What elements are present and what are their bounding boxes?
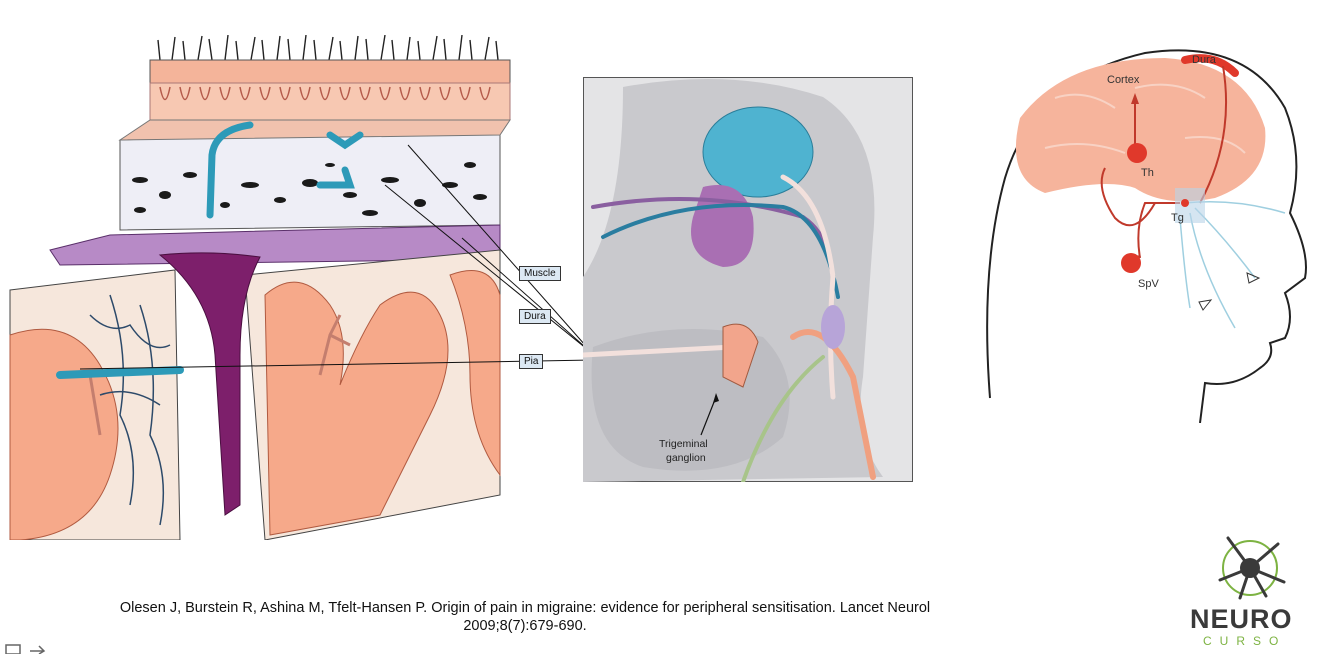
brain-shape	[1015, 58, 1266, 202]
head-label-cortex: Cortex	[1107, 74, 1140, 86]
brain-gyri	[1044, 83, 1246, 154]
citation-line-2: 2009;8(7):679-690.	[463, 618, 587, 634]
next-arrow-icon[interactable]	[30, 645, 46, 654]
trigeminal-fibers	[583, 174, 876, 482]
scalp-hairs	[157, 35, 499, 61]
skin-layer	[149, 59, 511, 121]
tg-node	[1181, 199, 1189, 207]
blue-nucleus	[702, 106, 814, 198]
th-node	[1127, 143, 1147, 163]
spv-node	[1121, 253, 1141, 273]
head-label-tg: Tg	[1171, 212, 1184, 224]
head-label-dura: Dura	[1192, 54, 1217, 66]
branch-arrow-2	[1198, 299, 1213, 311]
head-pain-pathway-schematic: Dura Cortex Th Tg SpV	[986, 49, 1307, 423]
tg-highlight	[1175, 188, 1205, 223]
scalp-vessels	[206, 121, 364, 219]
logo-wordmark-neuro: NEURO	[1190, 604, 1293, 634]
ganglion-pointer	[700, 396, 717, 436]
head-label-spv: SpV	[1138, 278, 1159, 290]
slide-control-icons[interactable]	[4, 643, 64, 654]
citation-text: Olesen J, Burstein R, Ashina M, Tfelt-Ha…	[20, 599, 1030, 635]
subcutaneous-layer	[118, 119, 511, 141]
ganglion-cell-cluster	[821, 305, 845, 349]
pia-artery	[56, 366, 184, 379]
head-outline	[986, 49, 1307, 423]
pial-vessels	[89, 294, 171, 526]
trigeminal-ganglion-label-2: ganglion	[666, 452, 706, 464]
logo-wordmark-curso: CURSO	[1203, 634, 1287, 648]
branch-arrow-1	[1246, 272, 1261, 284]
citation-line-1: Olesen J, Burstein R, Ashina M, Tfelt-Ha…	[119, 600, 931, 616]
trigeminal-ganglion	[722, 323, 759, 388]
label-dura: Dura	[519, 309, 551, 324]
label-muscle: Muscle	[519, 266, 561, 281]
label-pia: Pia	[519, 354, 544, 369]
meninges-anatomy-illustration	[9, 35, 511, 540]
brain-block-right	[244, 249, 501, 540]
trigeminal-ganglion-label-1: Trigeminal	[659, 438, 708, 450]
trigeminal-ganglion-panel: Trigeminal ganglion	[583, 77, 913, 482]
fullscreen-icon[interactable]	[5, 644, 21, 654]
superior-sagittal-sinus	[158, 252, 261, 516]
head-label-th: Th	[1141, 167, 1154, 179]
neurocurso-logo-mark	[1218, 536, 1286, 600]
dura-strip	[1181, 54, 1239, 77]
muscle-layer	[119, 124, 501, 231]
